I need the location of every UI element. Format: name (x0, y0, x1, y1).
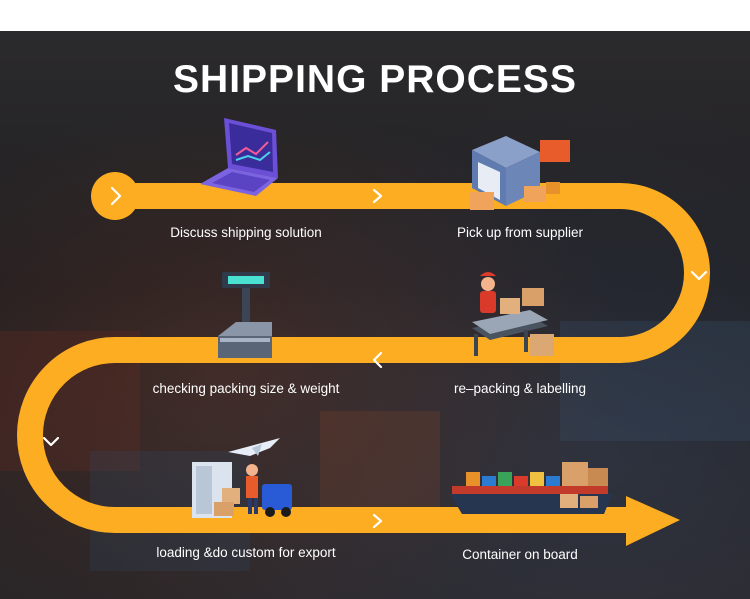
chevron-right-icon (372, 513, 383, 529)
warehouse-icon (470, 136, 570, 210)
truck-plane-icon (192, 438, 292, 518)
chevron-right-icon (372, 188, 383, 204)
container-ship-icon (450, 462, 612, 514)
route-start-circle (91, 172, 139, 220)
conveyor-worker-icon (472, 272, 554, 356)
chevron-down-icon (42, 436, 60, 447)
step-label-repacking: re–packing & labelling (453, 381, 587, 396)
step-label-pickup: Pick up from supplier (456, 225, 584, 240)
chevron-right-icon (110, 186, 122, 206)
bg-container-stack (320, 411, 440, 511)
route-path (17, 183, 710, 533)
step-label-container: Container on board (462, 547, 578, 562)
chevron-down-icon (690, 270, 708, 281)
page-title: SHIPPING PROCESS (173, 58, 577, 101)
step-label-discuss: Discuss shipping solution (170, 225, 322, 240)
step-label-loading: loading &do custom for export (156, 545, 336, 560)
laptop-icon (200, 118, 278, 196)
weighing-scale-icon (218, 272, 272, 358)
chevron-left-icon (372, 351, 383, 369)
route-end-arrowhead (626, 496, 680, 546)
step-label-checking: checking packing size & weight (152, 381, 340, 396)
